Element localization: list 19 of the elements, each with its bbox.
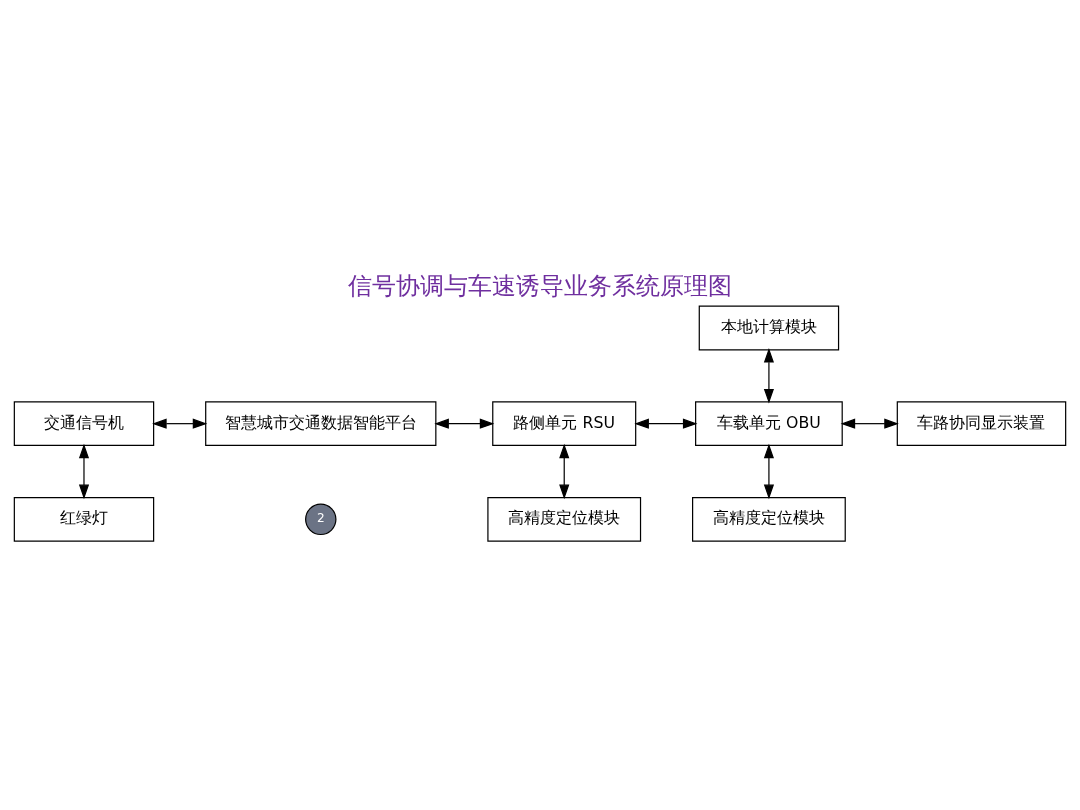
node-box: 交通信号机 <box>13 400 155 446</box>
arrow <box>152 418 208 429</box>
arrow <box>763 347 774 403</box>
node-box: 本地计算模块 <box>698 305 840 350</box>
node-box: 车路协同显示装置 <box>896 400 1067 446</box>
label: 2 <box>316 510 325 525</box>
arrow <box>763 443 774 499</box>
node-box: 红绿灯 <box>13 496 155 542</box>
arrow <box>78 443 90 499</box>
arrow <box>840 418 899 429</box>
node-box: 车载单元 OBU <box>695 400 843 446</box>
node-box: 智慧城市交通数据智能平台 <box>205 400 437 446</box>
arrow <box>434 418 495 429</box>
node-box: 高精度定位模块 <box>487 496 642 542</box>
arrow <box>634 418 698 429</box>
arrow <box>559 443 570 499</box>
node-box: 路侧单元 RSU <box>492 400 637 446</box>
node-box: 高精度定位模块 <box>692 496 846 542</box>
diagram-title: 信号协调与车速诱导业务系统原理图 <box>348 271 732 300</box>
